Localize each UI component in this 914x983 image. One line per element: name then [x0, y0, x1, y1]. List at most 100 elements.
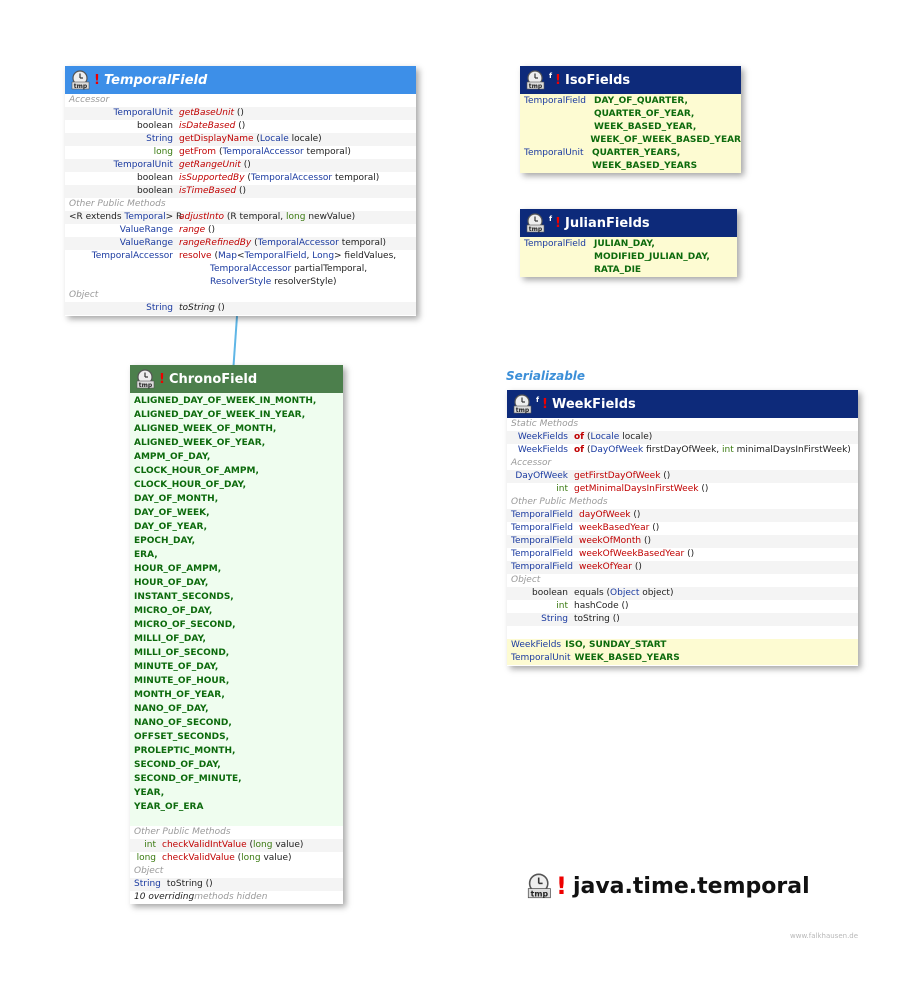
- temporal-field-box: tmp ! TemporalField Accessor TemporalUni…: [65, 66, 416, 316]
- serializable-label: Serializable: [506, 369, 586, 383]
- class-title: JulianFields: [564, 215, 650, 231]
- enum-constant: AMPM_OF_DAY,: [134, 452, 211, 462]
- chrono-field-header: tmp ! ChronoField: [130, 365, 343, 393]
- svg-text:tmp: tmp: [529, 226, 543, 233]
- enum-constant: OFFSET_SECONDS,: [134, 732, 230, 742]
- enum-constant: YEAR_OF_ERA: [134, 802, 204, 812]
- clock-icon: tmp: [513, 394, 533, 414]
- enum-constant: MILLI_OF_SECOND,: [134, 648, 230, 658]
- section-label: Other Public Methods: [511, 497, 608, 507]
- final-marker: f: [549, 72, 553, 80]
- enum-constant: ERA,: [134, 550, 158, 560]
- hidden-methods-note: 10 overriding methods hidden: [134, 892, 268, 902]
- enum-constant: ALIGNED_WEEK_OF_MONTH,: [134, 424, 277, 434]
- svg-text:tmp: tmp: [74, 83, 88, 90]
- section-label: Object: [511, 575, 541, 585]
- class-title: WeekFields: [551, 396, 636, 412]
- week-fields-header: tmp f ! WeekFields: [507, 390, 858, 418]
- clock-icon: tmp: [526, 70, 546, 90]
- week-fields-box: tmp f ! WeekFields Static Methods WeekFi…: [507, 390, 858, 666]
- svg-text:tmp: tmp: [516, 407, 530, 414]
- enum-constant: MICRO_OF_DAY,: [134, 606, 213, 616]
- enum-constant: SECOND_OF_MINUTE,: [134, 774, 242, 784]
- enum-constant: DAY_OF_MONTH,: [134, 494, 219, 504]
- enum-constant: NANO_OF_DAY,: [134, 704, 209, 714]
- section-label: Other Public Methods: [134, 827, 231, 837]
- enum-constant: ALIGNED_DAY_OF_WEEK_IN_YEAR,: [134, 410, 306, 420]
- exclamation-mark: !: [94, 72, 100, 88]
- method-row-cont: ResolverStyle resolverStyle): [210, 277, 337, 287]
- package-title: tmp ! java.time.temporal: [527, 872, 810, 900]
- section-label: Static Methods: [511, 419, 579, 429]
- enum-constant: ALIGNED_DAY_OF_WEEK_IN_MONTH,: [134, 396, 317, 406]
- inheritance-connector: [232, 316, 238, 367]
- temporal-field-header: tmp ! TemporalField: [65, 66, 416, 94]
- enum-constant: SECOND_OF_DAY,: [134, 760, 221, 770]
- enum-constant: INSTANT_SECONDS,: [134, 592, 234, 602]
- svg-text:tmp: tmp: [529, 83, 543, 90]
- enum-constant: HOUR_OF_DAY,: [134, 578, 209, 588]
- method-row-cont: TemporalAccessor partialTemporal,: [210, 264, 368, 274]
- section-label: Object: [134, 866, 164, 876]
- clock-icon: tmp: [526, 213, 546, 233]
- enum-constant: MINUTE_OF_DAY,: [134, 662, 219, 672]
- section-label: Accessor: [511, 458, 552, 468]
- svg-text:tmp: tmp: [531, 889, 549, 898]
- class-title: IsoFields: [564, 72, 631, 88]
- package-name: java.time.temporal: [572, 873, 810, 899]
- exclamation-mark: !: [555, 215, 561, 231]
- enum-constant: CLOCK_HOUR_OF_AMPM,: [134, 466, 259, 476]
- field-row: WEEK_OF_WEEK_BASED_YEAR: [590, 135, 741, 145]
- enum-constant: ALIGNED_WEEK_OF_YEAR,: [134, 438, 266, 448]
- section-label: Object: [69, 290, 99, 300]
- section-label: Accessor: [69, 95, 110, 105]
- enum-constant: HOUR_OF_AMPM,: [134, 564, 222, 574]
- enum-constant: DAY_OF_WEEK,: [134, 508, 210, 518]
- exclamation-mark: !: [159, 371, 165, 387]
- field-row: RATA_DIE: [594, 265, 642, 275]
- enum-constant: MILLI_OF_DAY,: [134, 634, 206, 644]
- class-title: TemporalField: [103, 72, 208, 88]
- svg-text:tmp: tmp: [139, 382, 153, 389]
- enum-constant: YEAR,: [134, 788, 165, 798]
- field-row: WEEK_BASED_YEAR,: [594, 122, 697, 132]
- enum-constant: MONTH_OF_YEAR,: [134, 690, 225, 700]
- enum-constant: EPOCH_DAY,: [134, 536, 196, 546]
- enum-constant: MINUTE_OF_HOUR,: [134, 676, 230, 686]
- section-label: Other Public Methods: [69, 199, 166, 209]
- final-marker: f: [549, 215, 553, 223]
- enum-constants: ALIGNED_DAY_OF_WEEK_IN_MONTH, ALIGNED_DAY…: [130, 393, 343, 814]
- field-row: QUARTER_OF_YEAR,: [594, 109, 695, 119]
- enum-constant: PROLEPTIC_MONTH,: [134, 746, 236, 756]
- clock-icon: tmp: [527, 873, 553, 899]
- field-row: MODIFIED_JULIAN_DAY,: [594, 252, 710, 262]
- exclamation-mark: !: [555, 72, 561, 88]
- final-marker: f: [536, 396, 540, 404]
